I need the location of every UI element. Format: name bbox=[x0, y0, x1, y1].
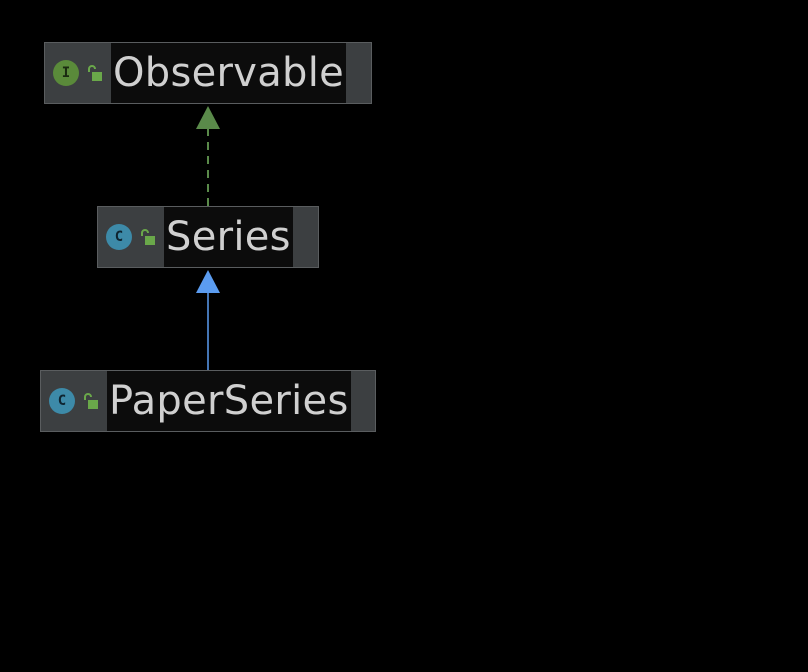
implements-arrowhead bbox=[196, 106, 220, 129]
node-icons: C bbox=[41, 371, 101, 431]
extends-arrowhead bbox=[196, 270, 220, 293]
node-label: Observable bbox=[111, 43, 347, 103]
node-icons: C bbox=[98, 207, 158, 267]
node-observable[interactable]: I Observable bbox=[44, 42, 372, 104]
node-series[interactable]: C Series bbox=[97, 206, 319, 268]
unlocked-icon bbox=[141, 229, 155, 245]
node-label: Series bbox=[164, 207, 293, 267]
class-icon: C bbox=[106, 224, 132, 250]
node-icons: I bbox=[45, 43, 105, 103]
unlocked-icon bbox=[84, 393, 98, 409]
unlocked-icon bbox=[88, 65, 102, 81]
class-icon: C bbox=[49, 388, 75, 414]
node-label: PaperSeries bbox=[107, 371, 351, 431]
interface-icon: I bbox=[53, 60, 79, 86]
node-paperseries[interactable]: C PaperSeries bbox=[40, 370, 376, 432]
